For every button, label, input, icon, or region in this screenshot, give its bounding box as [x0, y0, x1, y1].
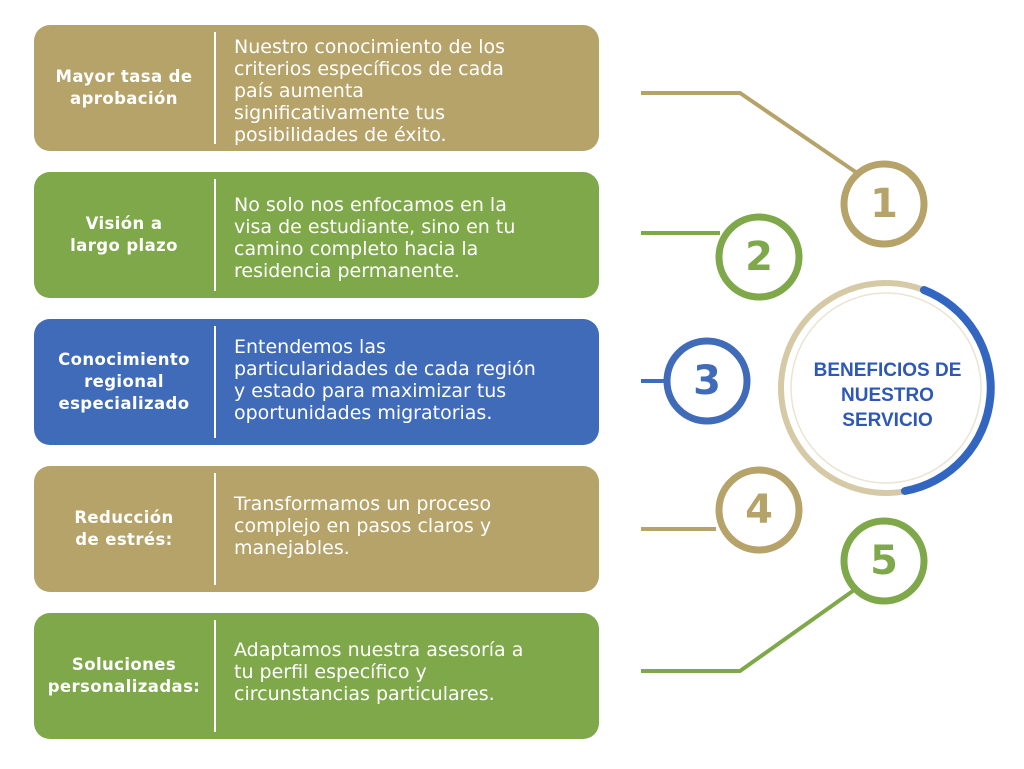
center-ring-inner — [790, 292, 982, 484]
benefit-title: Soluciones personalizadas: — [47, 655, 201, 696]
benefit-title: Visión a largo plazo — [70, 214, 178, 255]
benefit-description: No solo nos enfocamos en la visa de estu… — [234, 194, 516, 282]
number-badge-5: 5 — [840, 517, 928, 605]
number-label-1: 1 — [870, 181, 898, 227]
number-label-4: 4 — [745, 487, 773, 533]
center-label: BENEFICIOS DE NUESTRO SERVICIO — [813, 359, 962, 431]
benefit-title: Reducción de estrés: — [74, 508, 174, 549]
number-badge-1: 1 — [840, 160, 928, 248]
connector-1 — [641, 91, 862, 177]
benefit-title: Conocimiento regional especializado — [58, 350, 190, 413]
benefit-description: Nuestro conocimiento de los criterios es… — [234, 36, 506, 146]
benefit-card-5: Soluciones personalizadas: Adaptamos nue… — [34, 613, 599, 739]
card-divider — [214, 620, 216, 732]
number-badge-3: 3 — [663, 337, 751, 425]
benefit-description: Entendemos las particularidades de cada … — [234, 336, 536, 424]
benefit-card-2: Visión a largo plazo No solo nos enfocam… — [34, 172, 599, 298]
card-divider — [214, 473, 216, 585]
benefit-card-1: Mayor tasa de aprobación Nuestro conocim… — [34, 25, 599, 151]
number-label-5: 5 — [870, 538, 898, 584]
number-label-3: 3 — [693, 358, 721, 404]
benefit-card-4: Reducción de estrés: Transformamos un pr… — [34, 466, 599, 592]
number-badge-4: 4 — [715, 466, 803, 554]
card-divider — [214, 179, 216, 291]
card-divider — [214, 326, 216, 438]
card-divider — [214, 32, 216, 144]
center-ring-arc — [901, 286, 995, 495]
connector-5 — [641, 586, 859, 673]
number-badge-2: 2 — [715, 213, 803, 301]
number-label-2: 2 — [745, 234, 773, 280]
benefit-card-3: Conocimiento regional especializado Ente… — [34, 319, 599, 445]
benefit-description: Adaptamos nuestra asesoría a tu perfil e… — [234, 639, 524, 705]
benefit-description: Transformamos un proceso complejo en pas… — [234, 493, 492, 559]
benefit-title: Mayor tasa de aprobación — [55, 67, 193, 108]
